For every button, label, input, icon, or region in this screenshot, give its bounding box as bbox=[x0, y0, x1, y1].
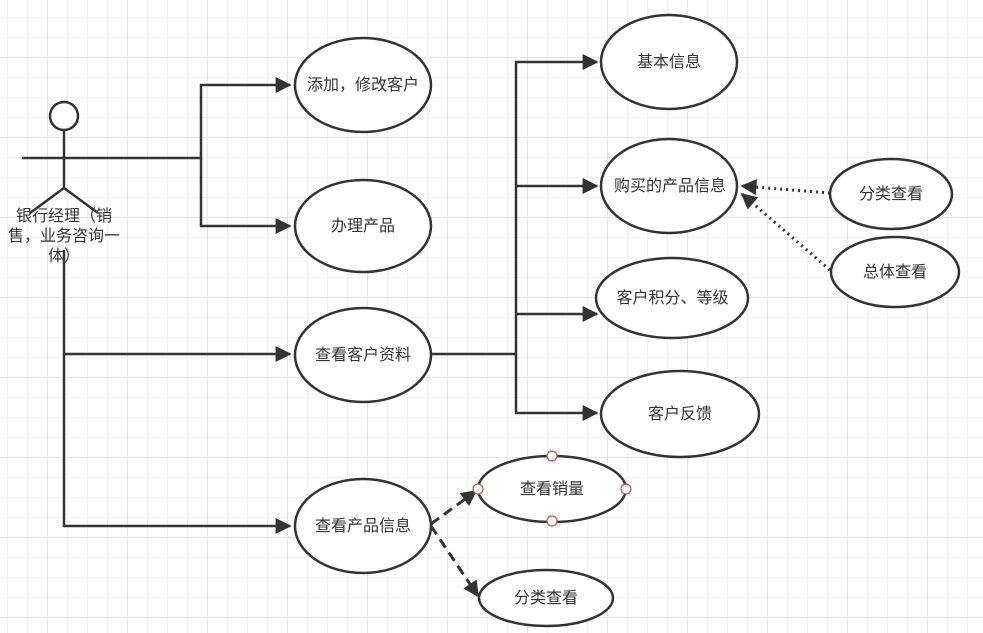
use-case-shape-points[interactable] bbox=[594, 256, 750, 340]
use-case-shape-basic-info[interactable] bbox=[599, 13, 739, 111]
use-case-label-add-modify: 添加，修改客户 bbox=[306, 75, 419, 94]
resize-handle-bottom[interactable] bbox=[546, 515, 558, 527]
use-case-label-total-view: 总体查看 bbox=[862, 262, 927, 281]
edge-actor-view-product[interactable] bbox=[62, 354, 292, 534]
resize-handle-top[interactable] bbox=[546, 450, 558, 462]
use-case-shape-total-view[interactable] bbox=[829, 235, 961, 309]
actor-head bbox=[48, 100, 80, 132]
edge-actor-add-modify[interactable] bbox=[106, 77, 292, 160]
edge-view-customer-basic-info[interactable] bbox=[431, 54, 599, 356]
edge-cat-view-purchased[interactable] bbox=[740, 179, 831, 196]
use-case-label-sales: 查看销量 bbox=[519, 479, 584, 498]
use-case-shape-view-product[interactable] bbox=[293, 477, 433, 575]
use-case-shape-view-customer[interactable] bbox=[293, 306, 433, 404]
use-case-label-points: 客户积分、等级 bbox=[616, 288, 729, 307]
actor-leg-left bbox=[29, 186, 65, 215]
actor-leg-right bbox=[63, 186, 99, 215]
use-case-shape-add-modify[interactable] bbox=[293, 36, 433, 134]
use-case-label-cat-view-1: 分类查看 bbox=[858, 184, 923, 203]
resize-handle-left[interactable] bbox=[472, 483, 484, 495]
edge-view-product-sales[interactable] bbox=[430, 489, 478, 526]
actor-label: 银行经理（销售，业务咨询一体） bbox=[7, 206, 120, 265]
use-case-label-view-product: 查看产品信息 bbox=[314, 516, 411, 535]
use-case-shape-cat-view-2[interactable] bbox=[477, 568, 615, 628]
use-case-shape-cat-view-1[interactable] bbox=[828, 157, 954, 231]
use-case-shape-purchased[interactable] bbox=[599, 137, 739, 235]
edge-total-view-purchased[interactable] bbox=[740, 192, 831, 272]
resize-handle-right[interactable] bbox=[620, 483, 632, 495]
use-case-label-feedback: 客户反馈 bbox=[647, 404, 712, 423]
edge-view-product-cat-view[interactable] bbox=[429, 525, 480, 598]
edge-view-customer-feedback[interactable] bbox=[514, 354, 599, 421]
use-case-label-basic-info: 基本信息 bbox=[636, 52, 701, 71]
use-case-shape-feedback[interactable] bbox=[599, 369, 761, 459]
use-case-label-cat-view-2: 分类查看 bbox=[513, 588, 578, 607]
use-case-label-handle-product: 办理产品 bbox=[330, 216, 395, 235]
use-case-label-view-customer: 查看客户资料 bbox=[314, 345, 411, 364]
use-case-label-purchased: 购买的产品信息 bbox=[613, 176, 726, 195]
actor-figure[interactable] bbox=[22, 100, 106, 215]
use-case-shape-handle-product[interactable] bbox=[293, 178, 433, 274]
edge-actor-handle-product[interactable] bbox=[199, 158, 292, 234]
